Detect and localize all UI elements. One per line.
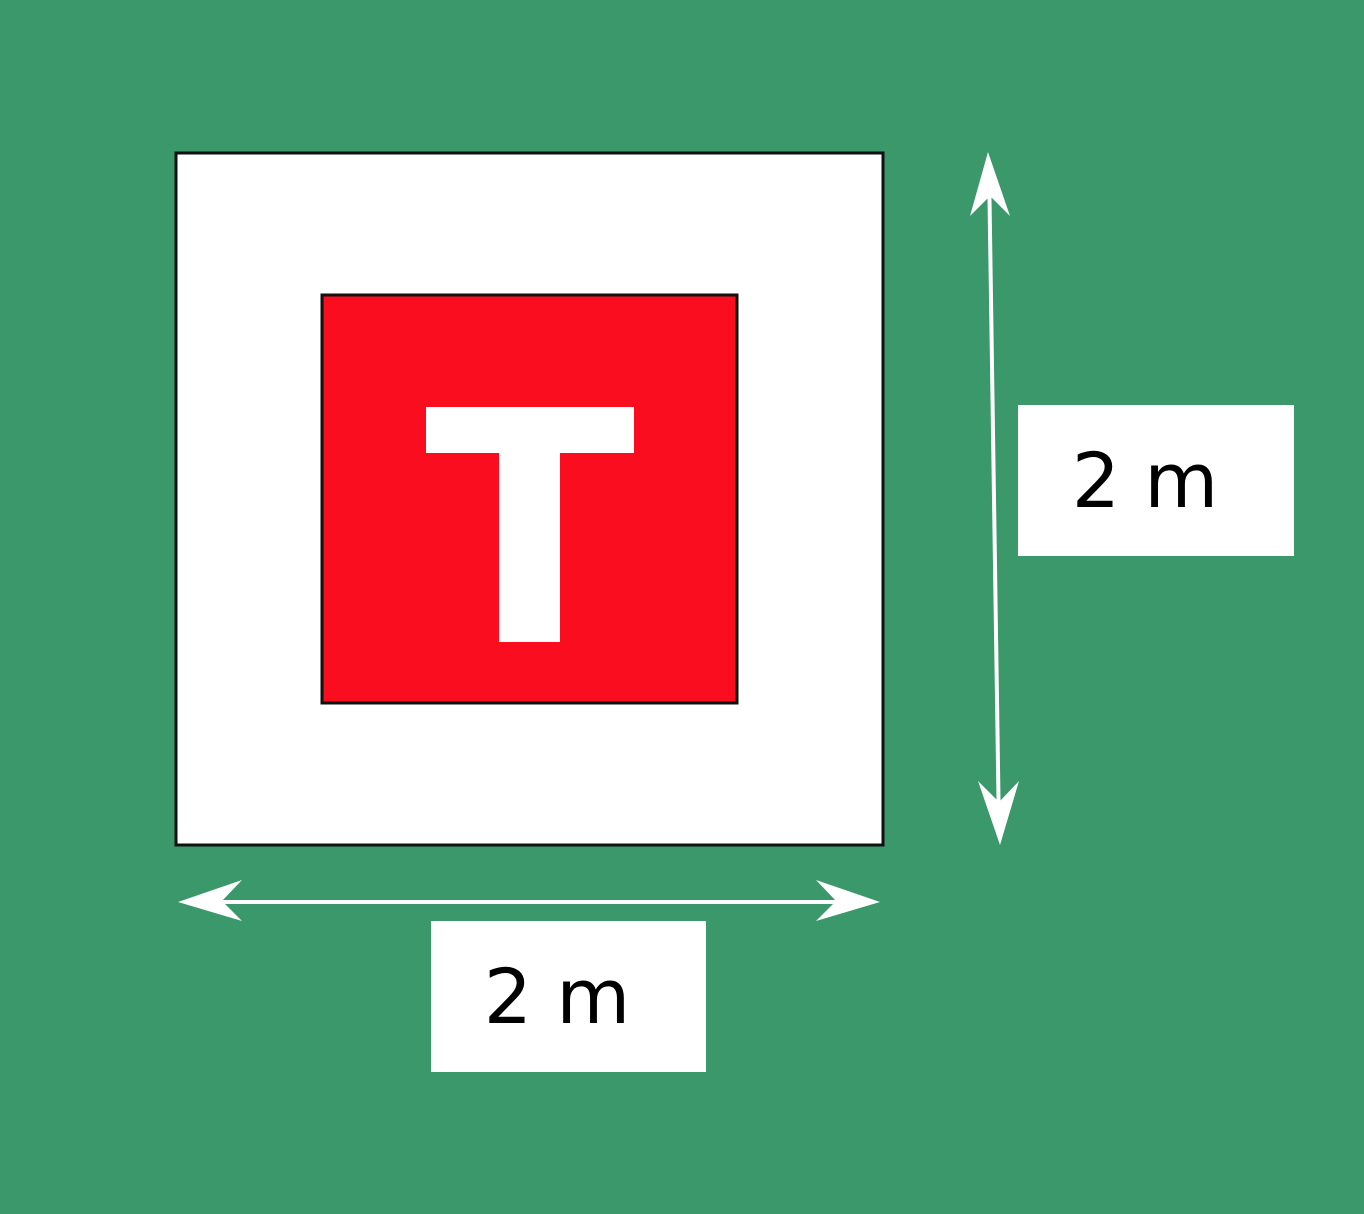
width-dimension-arrow: [178, 880, 880, 921]
width-label-box: [431, 921, 706, 1072]
height-label-text: 2 m: [1072, 436, 1219, 525]
letter-t-icon: [426, 407, 634, 642]
height-label-box: [1018, 405, 1294, 556]
width-label: 2 m: [431, 921, 706, 1072]
width-label-text: 2 m: [484, 952, 631, 1041]
height-dimension-arrow: [970, 152, 1019, 845]
height-label: 2 m: [1018, 405, 1294, 556]
